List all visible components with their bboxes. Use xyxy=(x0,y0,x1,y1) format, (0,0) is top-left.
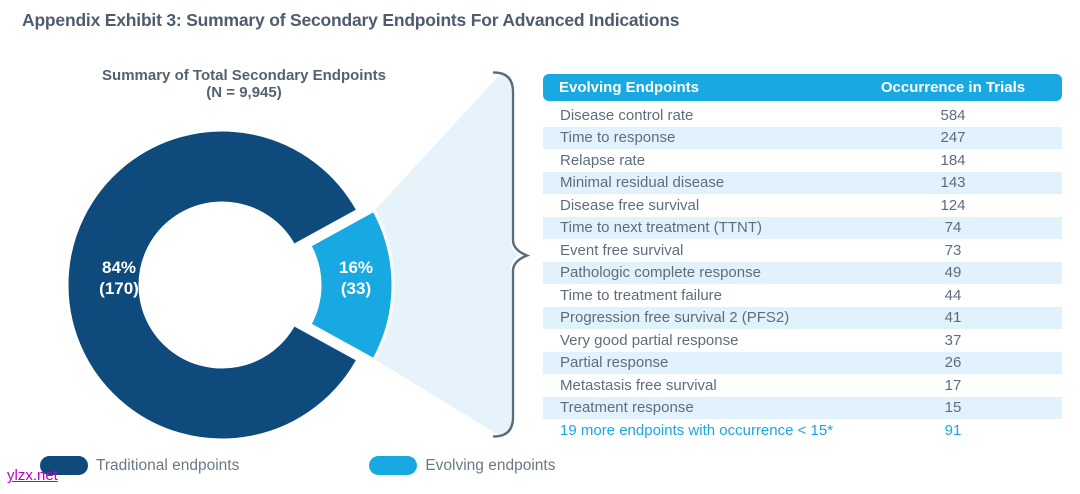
row-value: 49 xyxy=(944,264,962,282)
table-header: Evolving Endpoints Occurrence in Trials xyxy=(543,74,1062,101)
table-row: Partial response 26 xyxy=(543,351,1062,374)
segment-pct: 84% xyxy=(101,258,137,277)
table-row: Disease control rate 584 xyxy=(543,104,1062,127)
row-value: 584 xyxy=(940,106,966,124)
table-row: Treatment response 15 xyxy=(543,396,1062,419)
table-body: Disease control rate 584 Time to respons… xyxy=(543,104,1062,442)
row-value: 124 xyxy=(940,196,966,214)
row-label: Time to response xyxy=(560,129,676,147)
table-row: Event free survival 73 xyxy=(543,239,1062,262)
row-label: Very good partial response xyxy=(560,331,739,349)
table-row: Time to next treatment (TTNT) 74 xyxy=(543,216,1062,239)
row-label: Disease control rate xyxy=(560,106,694,124)
segment-count: (33) xyxy=(340,279,372,298)
row-value: 184 xyxy=(940,151,966,169)
legend-swatch-evolving xyxy=(369,456,418,475)
row-value: 41 xyxy=(944,309,962,327)
donut-segment-evolving xyxy=(308,208,395,362)
curly-brace xyxy=(492,71,531,438)
row-value: 143 xyxy=(940,174,966,192)
table-row: Time to treatment failure 44 xyxy=(543,284,1062,307)
legend-swatch-traditional xyxy=(40,456,88,475)
row-label: Disease free survival xyxy=(560,196,700,214)
watermark-link[interactable]: ylzx.net xyxy=(7,467,58,484)
donut-chart-title: Summary of Total Secondary Endpoints (N … xyxy=(60,67,428,101)
segment-count: (170) xyxy=(99,279,139,298)
row-value: 26 xyxy=(944,354,962,372)
donut-title-line: Summary of Total Secondary Endpoints xyxy=(102,67,386,84)
table-row: Relapse rate 184 xyxy=(543,149,1062,172)
row-value: 74 xyxy=(944,219,962,237)
row-value: 15 xyxy=(944,399,962,417)
row-label: Event free survival xyxy=(560,241,684,259)
segment-label-evolving: 16% (33) xyxy=(301,257,411,299)
row-label: Time to treatment failure xyxy=(560,286,723,304)
funnel-beam xyxy=(374,73,520,437)
legend: Traditional endpoints Evolving endpoints xyxy=(40,456,555,475)
header-endpoint-column: Evolving Endpoints xyxy=(559,79,700,96)
row-label: Relapse rate xyxy=(560,151,646,169)
row-label: Partial response xyxy=(560,354,669,372)
row-label: Metastasis free survival xyxy=(560,376,717,394)
table-row: Progression free survival 2 (PFS2) 41 xyxy=(543,306,1062,329)
table-row: Minimal residual disease 143 xyxy=(543,171,1062,194)
row-value: 247 xyxy=(940,129,966,147)
evolving-endpoints-table: Evolving Endpoints Occurrence in Trials … xyxy=(543,74,1062,442)
legend-label-traditional: Traditional endpoints xyxy=(96,456,240,474)
table-row: Disease free survival 124 xyxy=(543,194,1062,217)
row-label: Progression free survival 2 (PFS2) xyxy=(560,309,790,327)
row-label: Treatment response xyxy=(560,399,694,417)
donut-subtitle-line: (N = 9,945) xyxy=(206,84,282,101)
table-row: Pathologic complete response 49 xyxy=(543,261,1062,284)
table-row: Very good partial response 37 xyxy=(543,329,1062,352)
table-row: Time to response 247 xyxy=(543,126,1062,149)
segment-label-traditional: 84% (170) xyxy=(64,257,174,299)
row-value: 73 xyxy=(944,241,962,259)
legend-label-evolving: Evolving endpoints xyxy=(425,456,556,474)
page-title: Appendix Exhibit 3: Summary of Secondary… xyxy=(22,10,680,30)
table-row: 19 more endpoints with occurrence < 15* … xyxy=(543,419,1062,442)
row-label: 19 more endpoints with occurrence < 15* xyxy=(560,421,834,439)
row-value: 17 xyxy=(944,376,962,394)
row-label: Time to next treatment (TTNT) xyxy=(560,219,762,237)
row-label: Minimal residual disease xyxy=(560,174,725,192)
row-value: 37 xyxy=(944,331,962,349)
donut-segment-traditional xyxy=(65,128,360,442)
table-row: Metastasis free survival 17 xyxy=(543,374,1062,397)
segment-pct: 16% xyxy=(338,258,374,277)
row-label: Pathologic complete response xyxy=(560,264,761,282)
header-occurrence-column: Occurrence in Trials xyxy=(880,79,1026,96)
row-value: 44 xyxy=(944,286,962,304)
row-value: 91 xyxy=(944,421,962,439)
